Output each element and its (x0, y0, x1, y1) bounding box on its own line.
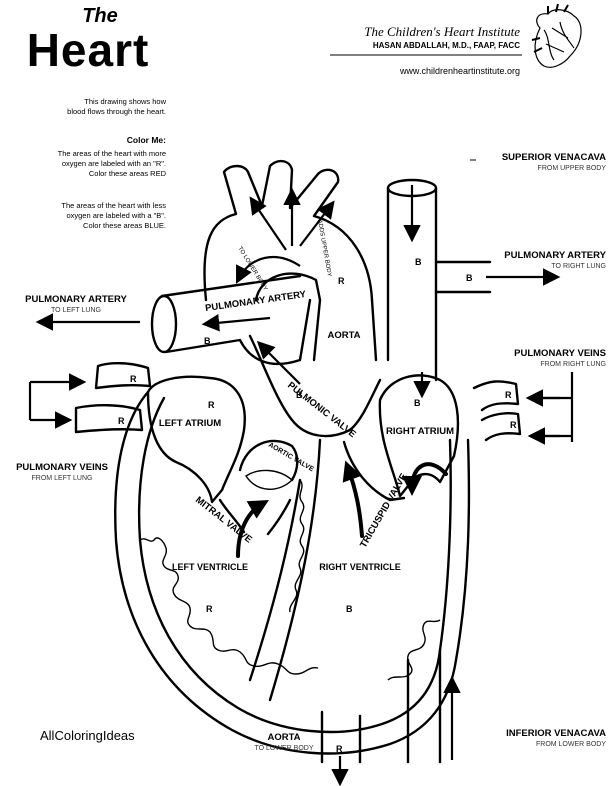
aorta-bottom-sub: TO LOWER BODY (255, 745, 314, 752)
pulmonic-valve-label: PULMONIC VALVE (285, 380, 358, 440)
left-ventricle-r-mark: R (206, 604, 213, 614)
pa-right-label: PULMONARY ARTERY (504, 250, 606, 261)
mitral-valve: MITRAL VALVE (193, 495, 292, 558)
title-small: The (82, 5, 118, 27)
institute-url[interactable]: www.childrenheartinstitute.org (399, 66, 520, 76)
aortic-arch (203, 159, 378, 362)
left-ventricle-label-1: LEFT VENTRICLE (172, 562, 248, 572)
ivc-sub: FROM LOWER BODY (536, 741, 606, 748)
title-large: Heart (27, 24, 150, 76)
tricuspid-valve-label: TRICUSPID VALVE (358, 472, 410, 550)
left-atrium: LEFT ATRIUM R (146, 375, 246, 504)
aorta-bottom-r-mark: R (336, 744, 343, 754)
red-instruction-3: Color these areas RED (89, 169, 167, 178)
pa-right-sub: TO RIGHT LUNG (551, 263, 606, 270)
left-atrium-r-mark: R (208, 400, 215, 410)
right-atrium: RIGHT ATRIUM B (378, 372, 460, 498)
pa-right-b-mark: B (466, 273, 473, 283)
aorta-r-mark: R (338, 276, 345, 286)
heart-wall (114, 390, 471, 755)
institute-author: HASAN ABDALLAH, M.D., FAAP, FACC (373, 41, 520, 50)
right-atrium-label: RIGHT ATRIUM (386, 426, 454, 437)
blue-instruction-1: The areas of the heart with less (61, 201, 166, 210)
pv-right-r-mark-1: R (505, 390, 512, 400)
left-atrium-label: LEFT ATRIUM (159, 418, 221, 429)
pulmonary-artery-trunk: PULMONARY ARTERY B (150, 274, 312, 366)
pv-left-r-mark-1: R (130, 374, 137, 384)
aorta-label: AORTA (327, 330, 360, 341)
pv-left-label: PULMONARY VEINS (16, 462, 108, 473)
svc-b-mark: B (415, 257, 422, 267)
red-instruction-2: oxygen are labeled with an "R". (62, 159, 166, 168)
pv-left-r-mark-2: R (118, 416, 125, 426)
pulmonary-veins-right: R R (472, 380, 522, 442)
right-ventricle-label: RIGHT VENTRICLE (319, 562, 401, 572)
aortic-valve: AORTIC VALVE (238, 439, 315, 490)
pulmonary-veins-left: R R (74, 362, 152, 434)
watermark: AllColoringIdeas (40, 728, 135, 743)
pulmonic-b-mark: B (296, 390, 303, 400)
heart-logo-icon (531, 3, 582, 68)
pa-left-label: PULMONARY ARTERY (25, 294, 127, 305)
blue-instruction-3: Color these areas BLUE. (83, 221, 166, 230)
descending-aorta: R (320, 710, 362, 786)
pa-left-sub: TO LEFT LUNG (51, 307, 101, 314)
color-me-heading: Color Me: (127, 135, 166, 145)
superior-vena-cava (386, 178, 438, 382)
pv-right-sub: FROM RIGHT LUNG (540, 361, 606, 368)
right-atrium-b-mark: B (414, 398, 421, 408)
pv-right-label: PULMONARY VEINS (514, 348, 606, 359)
pulmonary-artery-trunk-label: PULMONARY ARTERY (205, 289, 308, 314)
svc-sub: FROM UPPER BODY (538, 165, 607, 172)
to-upper-body-label: ADDS UPPER BODY (316, 219, 332, 277)
right-ventricle-b-mark: B (346, 604, 353, 614)
intro-line-2: blood flows through the heart. (67, 107, 166, 116)
red-instruction-1: The areas of the heart with more (58, 149, 166, 158)
blue-instruction-2: oxygen are labeled with a "B". (66, 211, 166, 220)
institute-name: The Children's Heart Institute (364, 24, 520, 39)
pv-right-r-mark-2: R (510, 420, 517, 430)
intro-line-1: This drawing shows how (84, 97, 166, 106)
inferior-vena-cava (406, 648, 461, 764)
pa-trunk-b-mark: B (204, 336, 211, 346)
aorta-bottom-label: AORTA (267, 732, 300, 743)
pv-left-sub: FROM LEFT LUNG (32, 475, 93, 482)
ivc-label: INFERIOR VENACAVA (506, 728, 606, 739)
svc-label: SUPERIOR VENACAVA (502, 152, 606, 163)
